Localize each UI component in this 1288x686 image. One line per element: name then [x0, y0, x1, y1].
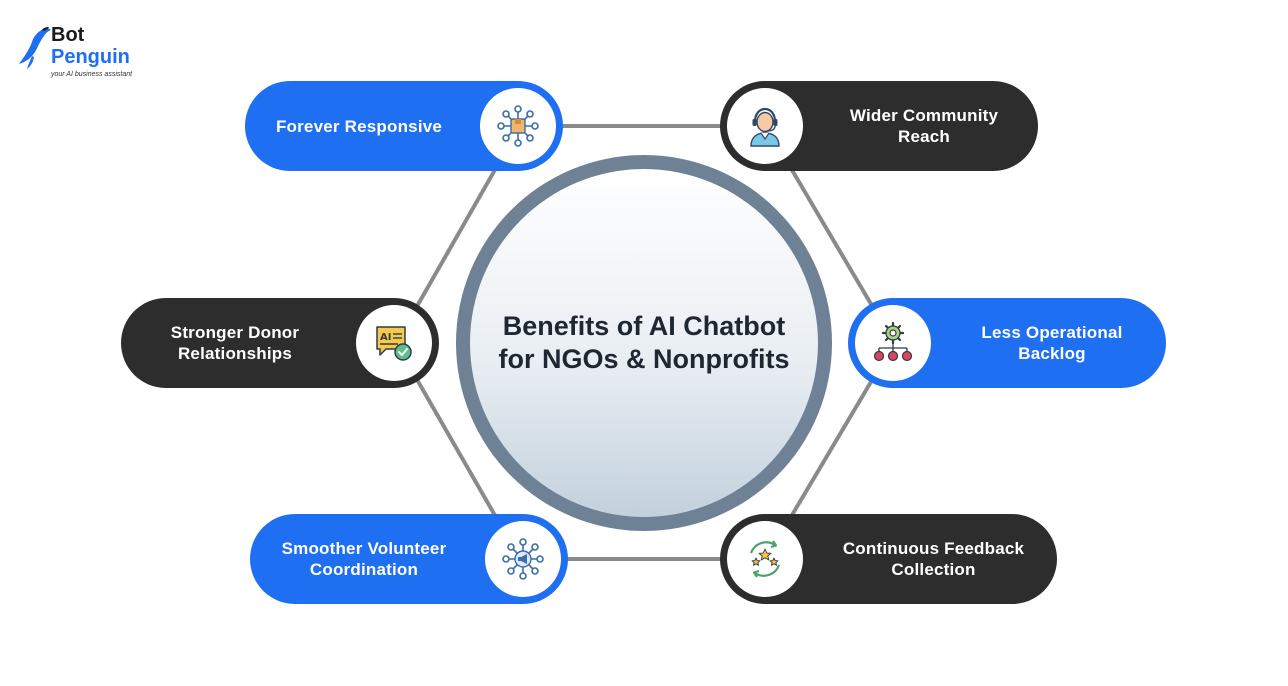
benefit-label-line-1: Less Operational: [981, 323, 1123, 342]
benefit-label-line-2: Backlog: [1018, 344, 1086, 363]
network-icon: [480, 88, 556, 164]
support-agent-icon: [727, 88, 803, 164]
benefit-label: Stronger Donor Relationships: [121, 322, 349, 364]
gear-hierarchy-icon: [855, 305, 931, 381]
benefit-wider-community-reach: Wider Community Reach: [720, 81, 1038, 171]
benefit-label-line-1: Smoother Volunteer: [281, 539, 447, 558]
center-title: Benefits of AI Chatbot for NGOs & Nonpro…: [484, 310, 804, 376]
stars-cycle-icon: [727, 521, 803, 597]
benefit-label-line-2: Coordination: [309, 560, 419, 579]
svg-text:AI: AI: [380, 332, 391, 343]
benefit-label-line-1: Wider Community: [849, 106, 999, 125]
benefit-label-line-2: Collection: [891, 560, 976, 579]
benefit-label: Wider Community Reach: [810, 105, 1038, 147]
benefit-label-line-1: Stronger Donor: [170, 323, 300, 342]
center-title-line-2: for NGOs & Nonprofits: [498, 344, 790, 374]
benefit-smoother-volunteer-coordination: Smoother Volunteer Coordination: [250, 514, 568, 604]
benefit-label: Continuous Feedback Collection: [810, 538, 1057, 580]
megaphone-network-icon: [485, 521, 561, 597]
logo-text-bot: Bot: [51, 24, 85, 46]
logo-text-penguin: Penguin: [51, 46, 130, 68]
benefit-label: Forever Responsive: [245, 116, 473, 137]
penguin-bird-icon: [19, 27, 51, 69]
benefit-continuous-feedback-collection: Continuous Feedback Collection: [720, 514, 1057, 604]
benefit-less-operational-backlog: Less Operational Backlog: [848, 298, 1166, 388]
benefit-label: Smoother Volunteer Coordination: [250, 538, 478, 580]
center-circle: Benefits of AI Chatbot for NGOs & Nonpro…: [456, 155, 832, 531]
benefit-label-line-2: Relationships: [177, 344, 293, 363]
ai-chat-check-icon: AI: [356, 305, 432, 381]
center-circle-inner: Benefits of AI Chatbot for NGOs & Nonpro…: [470, 169, 818, 517]
logo-tagline: your AI business assistant: [51, 71, 133, 78]
benefit-label-line-2: Reach: [897, 127, 951, 146]
center-title-line-1: Benefits of AI Chatbot: [502, 311, 786, 341]
benefit-stronger-donor-relationships: Stronger Donor Relationships AI: [121, 298, 439, 388]
benefit-forever-responsive: Forever Responsive: [245, 81, 563, 171]
benefit-label-line-1: Continuous Feedback: [842, 539, 1025, 558]
botpenguin-logo: Bot Penguin your AI business assistant: [18, 24, 158, 84]
benefit-label-line-1: Forever Responsive: [275, 116, 443, 136]
benefit-label: Less Operational Backlog: [938, 322, 1166, 364]
